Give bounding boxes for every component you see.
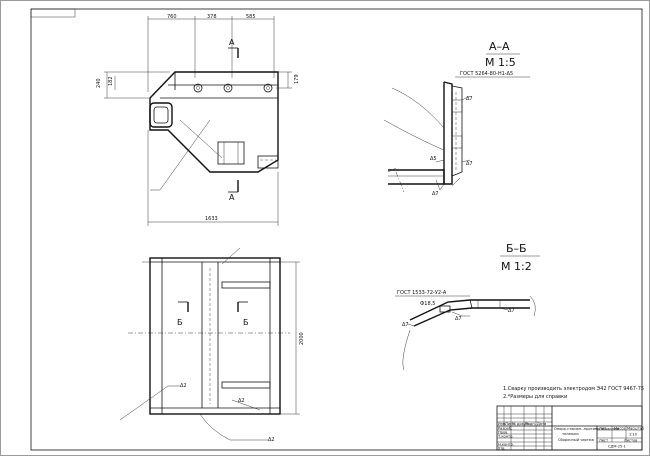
- tb-row-nkontr: Н.контр.: [498, 443, 514, 447]
- section-a-top: A: [229, 38, 235, 47]
- tb-row-tkontr: Т.контр.: [497, 435, 514, 439]
- section-bb-standard: ГОСТ 1533-72-У2-А: [397, 290, 447, 296]
- tb-doc-type: Сборочный чертеж: [558, 438, 595, 442]
- dim-bottom: 1633: [205, 216, 218, 222]
- weld-bb-3: Δ7: [508, 308, 515, 314]
- tb-name-line1: Опоро-стержн.-противопожарные: [554, 427, 620, 431]
- tb-col-lit: Лит.: [599, 427, 607, 431]
- tb-col-scale: Масштаб: [627, 427, 645, 431]
- weld-bb-1: Δ7: [402, 322, 409, 328]
- tb-sheet: Лист: [599, 439, 608, 443]
- tb-row-sign: Подп.: [525, 422, 536, 426]
- weld-aa-2: Δ5: [430, 156, 437, 162]
- tb-code: СДМ-25-1: [608, 445, 626, 449]
- weld-bv-1: Δ2: [180, 383, 187, 389]
- weld-aa-3: Δ7: [466, 161, 473, 167]
- dim-right: 179: [294, 74, 300, 84]
- dim-bottom-view-right: 2000: [299, 332, 305, 345]
- section-bb-scale: М 1:2: [501, 260, 532, 273]
- tb-row-razrab: Разраб.: [498, 427, 512, 431]
- top-view: 760 378 585 240 182 179: [96, 14, 300, 226]
- weld-bb-2: Δ7: [455, 316, 462, 322]
- section-b-right: Б: [243, 318, 249, 327]
- tb-col-mass: Масса: [614, 427, 625, 431]
- dim-top-3: 585: [246, 14, 256, 20]
- tb-row-doc: № докум.: [512, 422, 530, 426]
- title-block: Изм. Лист № докум. Подп. Дата Разраб. Пр…: [496, 405, 645, 451]
- dim-left-2: 182: [108, 76, 114, 86]
- note-2: 2.*Размеры для справки: [503, 394, 567, 400]
- tb-row-prov: Пров.: [498, 431, 508, 435]
- dim-left-1: 240: [96, 78, 102, 88]
- tb-row-izm: Изм.: [498, 422, 506, 426]
- section-b-left: Б: [177, 318, 183, 327]
- dim-top-1: 760: [167, 14, 177, 20]
- weld-aa-4: Δ7: [432, 191, 439, 197]
- section-aa-title: А–А: [489, 40, 510, 53]
- dim-top-2: 378: [207, 14, 217, 20]
- tb-row-utv: Утв.: [498, 447, 506, 451]
- section-bb-title: Б–Б: [506, 242, 527, 255]
- section-aa-standard: ГОСТ 5264-80-Н1-Δ5: [460, 71, 513, 77]
- section-a-bottom: A: [229, 193, 235, 202]
- technical-notes: 1.Сварку производить электродом Э42 ГОСТ…: [503, 386, 644, 400]
- section-bb: Б–Б М 1:2 ГОСТ 1533-72-У2-А Ф18,5 Δ7 Δ7 …: [395, 242, 540, 371]
- tb-row-date: Дата: [537, 422, 546, 426]
- weld-aa-1: Δ7: [466, 96, 473, 102]
- note-1: 1.Сварку производить электродом Э42 ГОСТ…: [503, 386, 644, 392]
- section-bb-diameter: Ф18,5: [420, 301, 435, 307]
- tb-scale-value: 1:10: [629, 433, 638, 437]
- tb-name-line2: тележки: [562, 432, 579, 436]
- tb-row-list: Лист: [505, 422, 514, 426]
- corner-stamp: [30, 8, 76, 18]
- section-aa: А–А М 1:5 ГОСТ 5264-80-Н1-Δ5 Δ7 Δ5 Δ7 Δ7: [383, 40, 530, 197]
- section-aa-scale: М 1:5: [485, 56, 516, 69]
- weld-bv-2: Δ2: [238, 398, 245, 404]
- weld-bv-3: Δ2: [268, 437, 275, 443]
- bottom-view: 2000 Б Б Δ2 Δ2 Δ2: [119, 247, 305, 443]
- tb-sheets: Листов: [624, 439, 637, 443]
- drawing-frame: [30, 8, 643, 451]
